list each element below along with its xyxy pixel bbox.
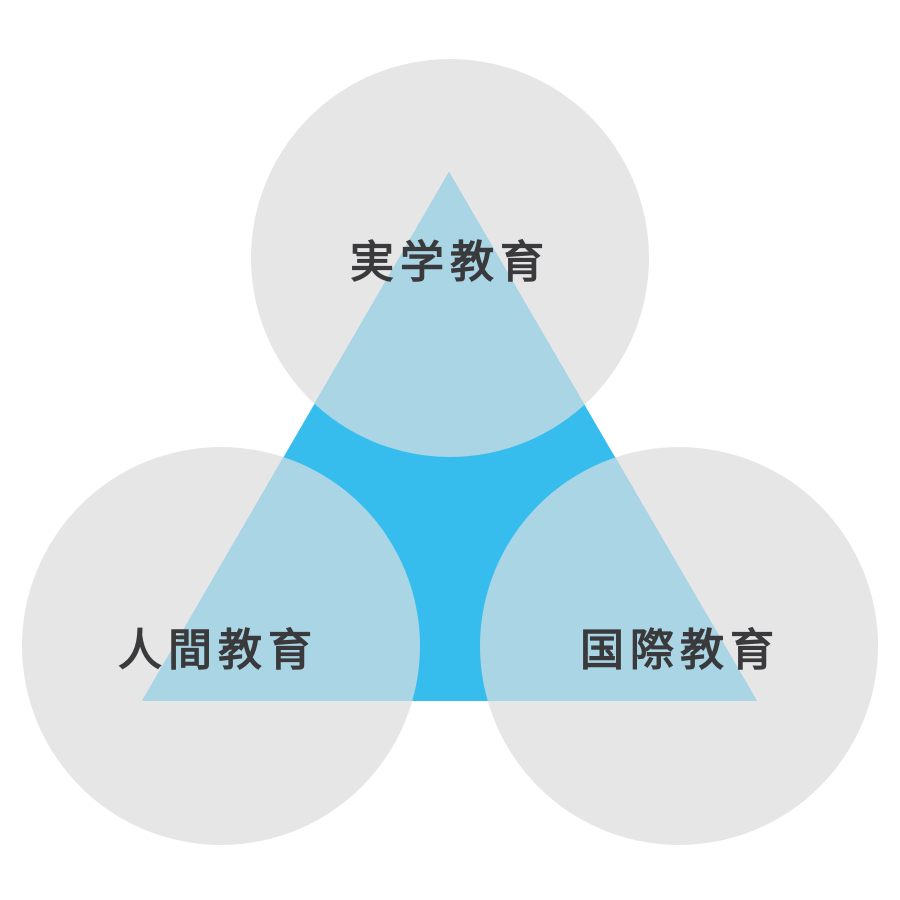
overlap-top (251, 172, 649, 457)
label-human-education: 人間教育 (118, 625, 318, 676)
overlap-regions (142, 172, 757, 701)
overlap-bottom-right (480, 447, 757, 701)
overlap-bottom-left (142, 447, 420, 701)
label-practical-education: 実学教育 (350, 237, 550, 288)
label-international-education: 国際教育 (580, 625, 780, 676)
